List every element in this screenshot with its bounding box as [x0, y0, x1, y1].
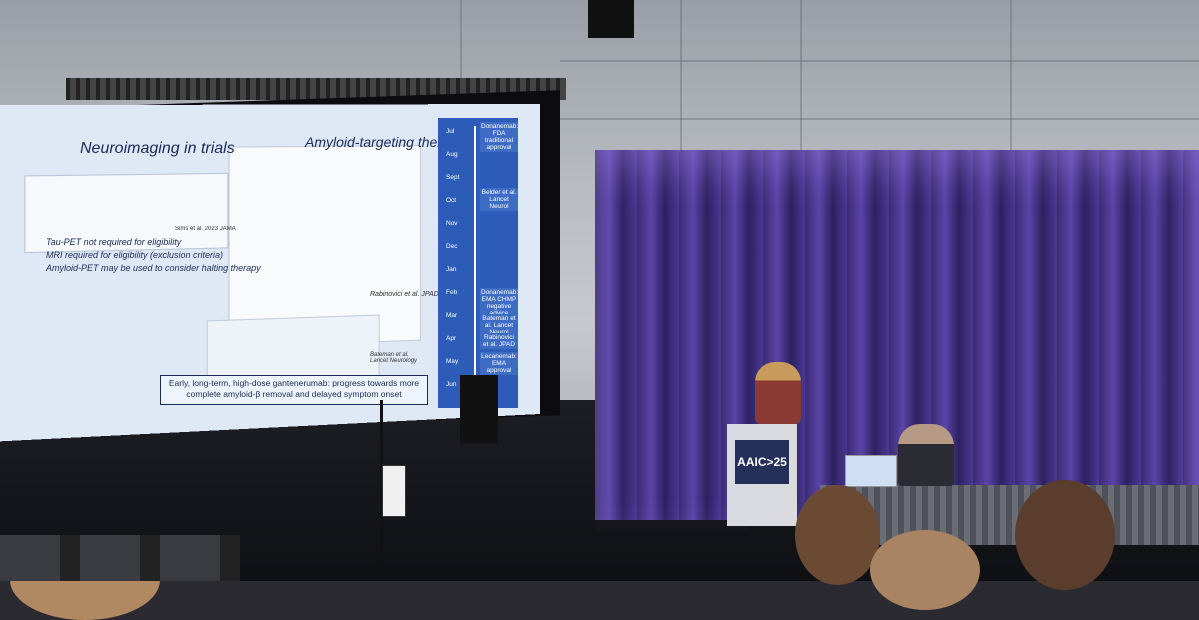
audience-head — [870, 530, 980, 610]
timeline-month: Oct — [446, 197, 456, 204]
summary-line: complete amyloid-β removal and delayed s… — [161, 389, 427, 400]
event-logo: AAIC>25 — [735, 440, 789, 484]
citation: Rabinovici et al. JPAD — [370, 291, 439, 298]
seated-panelist — [898, 424, 954, 486]
summary-box: Early, long-term, high-dose gantenerumab… — [160, 375, 428, 405]
audience-head — [795, 485, 880, 585]
stage-speaker — [460, 375, 498, 443]
timeline-month: Jun — [446, 381, 456, 388]
bullet-item: Amyloid-PET may be used to consider halt… — [46, 262, 261, 275]
summary-line: Early, long-term, high-dose gantenerumab… — [161, 378, 427, 389]
timeline-month: Mar — [446, 312, 457, 319]
timeline-month: May — [446, 358, 458, 365]
timeline-arrow — [474, 126, 476, 402]
timeline-note: Rabinovici et al. JPAD — [480, 333, 518, 349]
timeline-month: Nov — [446, 220, 458, 227]
bullet-item: Tau-PET not required for eligibility — [46, 236, 261, 249]
timeline-month: Jan — [446, 266, 456, 273]
timeline-month: Jul — [446, 128, 454, 135]
timeline-panel: Jul Aug Sept Oct Nov Dec Jan Feb Mar Apr… — [438, 118, 518, 408]
audience-head — [1015, 480, 1115, 590]
timeline-month: Dec — [446, 243, 458, 250]
slide-bullets: Tau-PET not required for eligibility MRI… — [46, 236, 261, 275]
bullet-item: MRI required for eligibility (exclusion … — [46, 249, 261, 262]
audience — [0, 480, 1199, 581]
wall-seam — [560, 60, 1199, 62]
timeline-note: Belder et al. Lancet Neurol — [480, 188, 518, 211]
timeline-month: Apr — [446, 335, 456, 342]
slide-title: Neuroimaging in trials — [80, 140, 235, 158]
wall-seam — [1010, 0, 1012, 150]
purple-curtain — [595, 150, 1199, 520]
timeline-month: Sept — [446, 174, 459, 181]
timeline-month: Feb — [446, 289, 457, 296]
ceiling-speaker — [588, 0, 634, 38]
citation: Bateman et al. Lancet Neurology — [370, 352, 420, 364]
wall-seam — [800, 0, 802, 150]
wall-seam — [560, 118, 1199, 120]
timeline-note: Lecanemab: EMA approval — [480, 352, 518, 375]
presenter — [755, 362, 801, 424]
timeline-month: Aug — [446, 151, 458, 158]
audience-chairs — [0, 535, 240, 581]
timeline-note: Donanemab: FDA traditional approval — [480, 122, 518, 152]
citation: Sims et al. 2023 JAMA — [175, 226, 236, 232]
